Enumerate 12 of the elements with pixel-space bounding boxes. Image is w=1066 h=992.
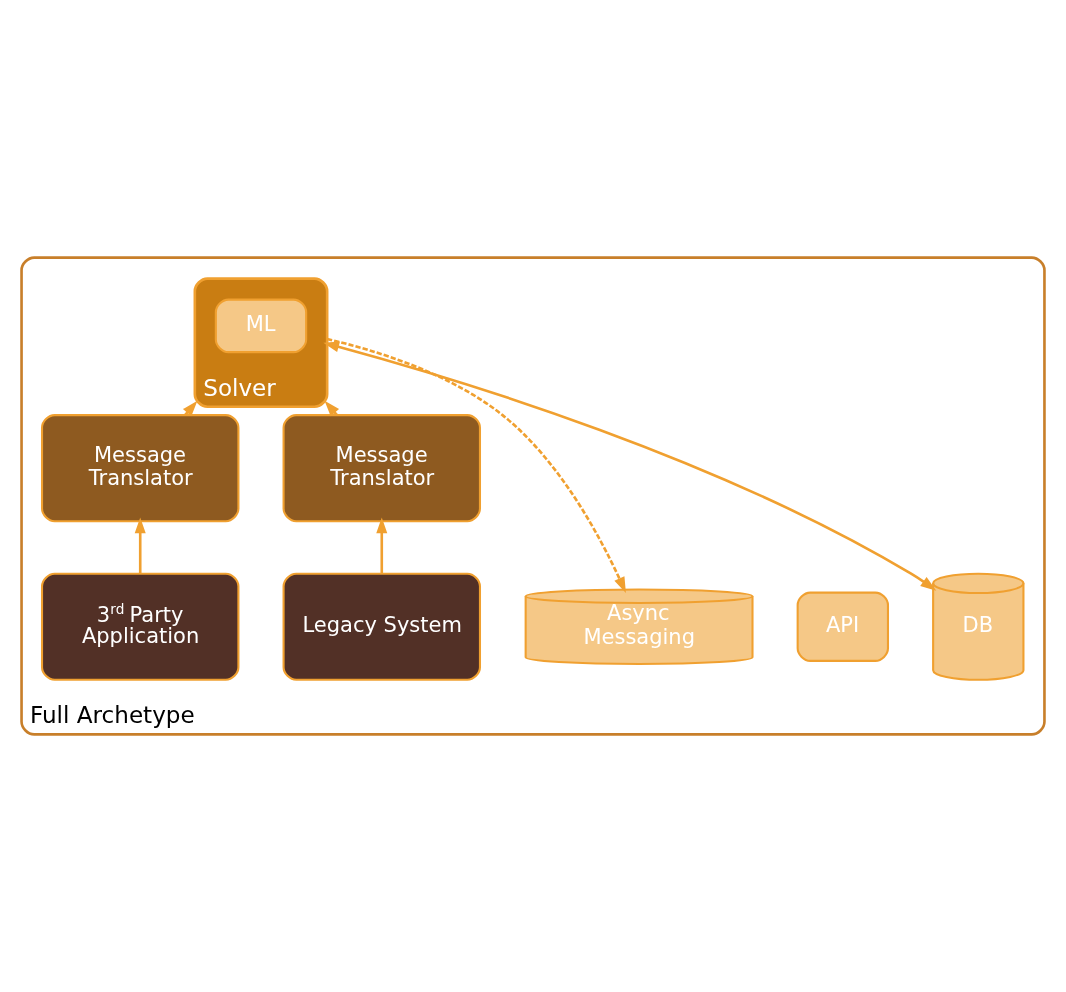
node-box: Legacy System (282, 572, 481, 681)
arrow (134, 517, 146, 574)
arrow (182, 400, 198, 417)
node-box: API (796, 591, 889, 662)
node-box: 3$^{rd}$ Party Application (41, 572, 240, 681)
arrow (376, 517, 388, 574)
node-box: Message Translator (41, 414, 240, 523)
arrow (326, 337, 626, 593)
node-box: Message Translator (282, 414, 481, 523)
arrow (323, 341, 937, 591)
node-box: ML (214, 298, 308, 354)
arrow (324, 400, 340, 417)
